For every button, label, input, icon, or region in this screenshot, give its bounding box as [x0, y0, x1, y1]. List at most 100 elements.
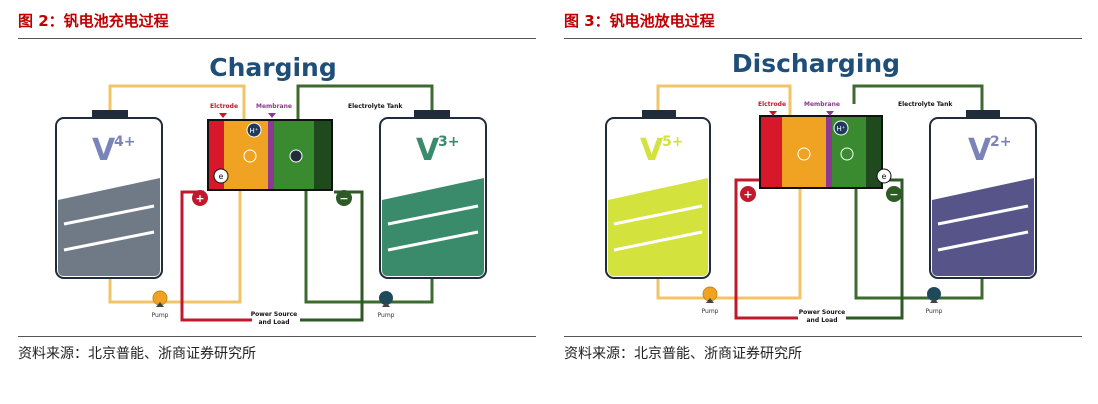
- right-tank-wave: [937, 204, 1029, 226]
- top-rule: [18, 38, 536, 39]
- ion-particle: [243, 149, 257, 163]
- electron-label: e: [219, 172, 224, 181]
- cell-stack-outline: [759, 115, 883, 189]
- power-source-label-2: and Load: [807, 317, 838, 324]
- pump-right-base: [382, 302, 390, 307]
- right-tank-cap: [966, 110, 1000, 118]
- label-electrolyte-tank: Electrolyte Tank: [898, 101, 953, 108]
- left-tank-electrolyte: [58, 178, 160, 276]
- right-tank-wave: [937, 230, 1029, 252]
- left-tank-ion: V: [92, 133, 116, 168]
- left-tank-cap: [642, 110, 676, 118]
- pump-right-icon: [927, 287, 941, 301]
- source-note: 资料来源：北京普能、浙商证券研究所: [18, 346, 256, 362]
- membrane: [826, 116, 832, 188]
- positive-terminal-icon: [192, 190, 208, 206]
- pump-right-base: [930, 298, 938, 303]
- discharging-diagram: Discharging V 5+ V 2+ H⁺: [605, 49, 1037, 324]
- right-tank-electrolyte: [932, 178, 1034, 276]
- left-tank-wave: [63, 230, 155, 252]
- left-tank-ion: V: [640, 133, 664, 168]
- right-tank-wave: [387, 204, 479, 226]
- electrode-marker: [219, 113, 227, 118]
- pump-left-label: Pump: [152, 312, 169, 319]
- label-electrode: Elctrode: [758, 101, 786, 108]
- membrane-marker: [268, 113, 276, 118]
- proton-label: H⁺: [250, 127, 259, 135]
- power-source-label: Power Source: [251, 311, 297, 318]
- pipe-top-left: [656, 84, 792, 118]
- pump-left-label: Pump: [702, 308, 719, 315]
- pipe-top-right: [852, 84, 984, 114]
- right-tank-charge: 3+: [438, 134, 459, 150]
- membrane: [268, 120, 274, 190]
- label-electrolyte-tank: Electrolyte Tank: [348, 103, 403, 110]
- label-membrane: Membrane: [256, 103, 292, 110]
- proton-label: H⁺: [837, 125, 846, 133]
- label-electrode: Elctrode: [210, 103, 238, 110]
- right-tank-electrolyte: [382, 178, 484, 276]
- diagram-heading: Discharging: [732, 49, 900, 78]
- proton-icon: [246, 122, 262, 138]
- proton-icon: [833, 120, 849, 136]
- pipe-bottom-left: [656, 188, 802, 300]
- negative-symbol: −: [339, 192, 348, 205]
- power-source-label: Power Source: [799, 309, 845, 316]
- bottom-rule: [18, 336, 536, 337]
- negative-terminal-icon: [886, 186, 902, 202]
- ion-particle: [797, 147, 811, 161]
- cell-stack-outline: [207, 119, 333, 191]
- electron-icon: [213, 168, 229, 184]
- electron-label: e: [882, 172, 887, 181]
- right-tank-cap: [414, 110, 450, 118]
- left-tank-wave: [63, 204, 155, 226]
- left-tank-charge: 5+: [662, 134, 683, 150]
- ion-particle: [840, 147, 854, 161]
- source-note: 资料来源：北京普能、浙商证券研究所: [564, 346, 802, 362]
- figure-discharging: 图 3：钒电池放电过程 Discharging V 5+ V 2+: [564, 0, 1082, 404]
- pipe-bottom-right: [854, 188, 984, 300]
- positive-symbol: +: [743, 188, 752, 201]
- wire-negative: [846, 178, 904, 320]
- power-source-label-2: and Load: [259, 319, 290, 326]
- left-tank-wave: [613, 230, 703, 252]
- top-rule: [564, 38, 1082, 39]
- wire-positive: [734, 178, 798, 320]
- bottom-rule: [564, 336, 1082, 337]
- label-membrane: Membrane: [804, 101, 840, 108]
- right-tank-charge: 2+: [990, 134, 1011, 150]
- pipe-bottom-right: [304, 190, 434, 304]
- pump-right-label: Pump: [378, 312, 395, 319]
- figure-charging: 图 2：钒电池充电过程 Charging V 4+ V 3+: [18, 0, 536, 404]
- left-tank-electrolyte: [608, 178, 708, 276]
- electrode-marker: [769, 111, 777, 116]
- pump-left-base: [706, 298, 714, 303]
- half-cell-positive: [782, 116, 826, 188]
- pipe-bottom-left: [108, 190, 242, 304]
- left-tank-charge: 4+: [114, 134, 135, 150]
- charging-diagram: Charging V 4+ V 3+ H⁺: [55, 53, 487, 326]
- left-tank-wave: [613, 204, 703, 226]
- wire-positive: [180, 190, 252, 322]
- pipe-top-right: [296, 84, 434, 120]
- electron-icon: [876, 168, 892, 184]
- membrane-marker: [826, 111, 834, 116]
- figure-caption: 图 3：钒电池放电过程: [564, 12, 715, 30]
- right-tank-ion: V: [968, 133, 992, 168]
- electrode-negative: [866, 116, 882, 188]
- electrode-positive: [760, 116, 782, 188]
- right-tank-wave: [387, 230, 479, 252]
- left-tank-cap: [92, 110, 128, 118]
- pump-left-base: [156, 302, 164, 307]
- diagram-heading: Charging: [209, 53, 337, 82]
- positive-terminal-icon: [740, 186, 756, 202]
- electrode-negative: [314, 120, 332, 190]
- positive-symbol: +: [195, 192, 204, 205]
- figure-caption: 图 2：钒电池充电过程: [18, 12, 169, 30]
- negative-terminal-icon: [336, 190, 352, 206]
- pump-right-icon: [379, 291, 393, 305]
- right-tank-ion: V: [416, 133, 440, 168]
- pump-right-label: Pump: [926, 308, 943, 315]
- pipe-top-left: [108, 84, 246, 120]
- negative-symbol: −: [889, 188, 898, 201]
